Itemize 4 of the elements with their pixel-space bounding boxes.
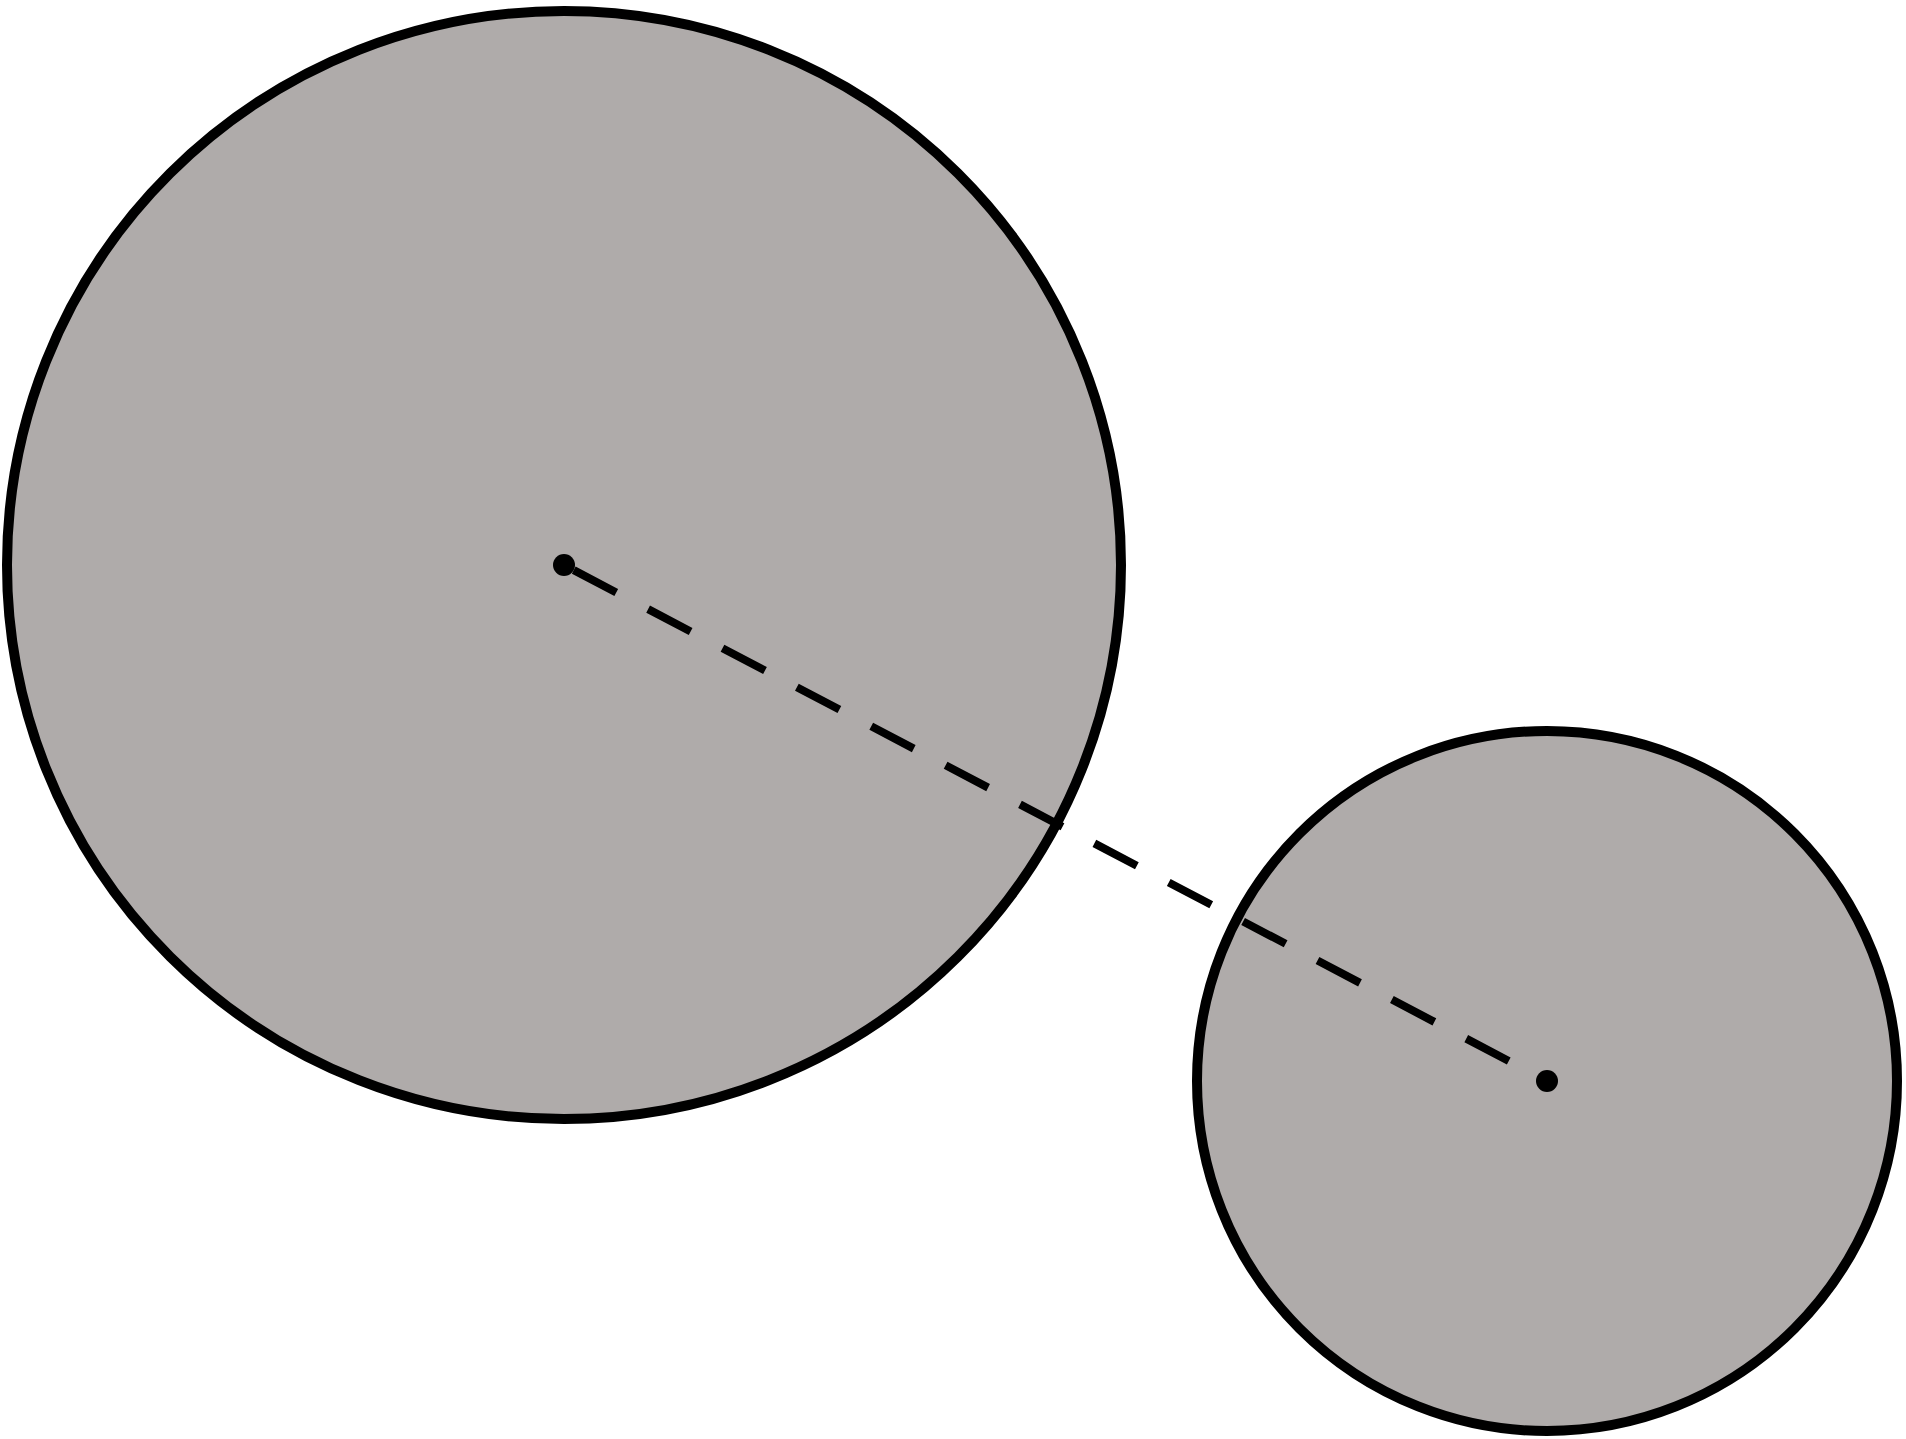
center-dot xyxy=(553,554,575,576)
small-circle xyxy=(1192,726,1902,1436)
large-circle xyxy=(2,6,1126,1124)
center-dot xyxy=(1536,1070,1558,1092)
